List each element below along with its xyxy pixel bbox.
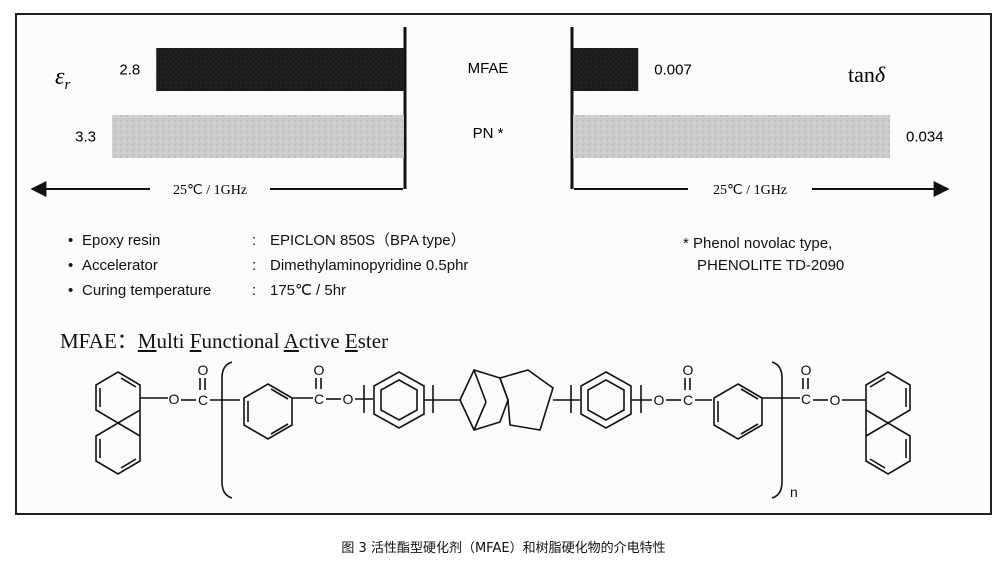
- word-rest: ulti: [156, 329, 190, 353]
- value-label-er-pn: 3.3: [75, 129, 96, 146]
- word-initial: M: [137, 329, 157, 353]
- word-rest: ster: [357, 329, 389, 353]
- word-initial: E: [344, 329, 358, 353]
- mfae-chemical-structure: O C O C O O: [95, 361, 911, 500]
- colon: :: [252, 232, 257, 249]
- carbonyl-oxygen-4: O: [801, 362, 812, 378]
- benzene-ring-4: [713, 383, 800, 440]
- word-initial: A: [283, 329, 299, 353]
- value-label-tand-mfae: 0.007: [654, 62, 692, 79]
- footnote-mark: *: [683, 235, 689, 252]
- bullet: •: [68, 257, 74, 274]
- footnote-line-1: * Phenol novolac type,: [683, 233, 844, 255]
- ester-carbon-4: C: [801, 391, 811, 407]
- right-axis-label-bg: [688, 180, 812, 198]
- ester-oxygen-4: O: [830, 392, 841, 408]
- bar-er-pn: [112, 115, 404, 158]
- figure-frame: [15, 13, 992, 515]
- loss-tangent-symbol: tanδ: [848, 62, 886, 87]
- category-label-mfae: MFAE: [468, 60, 509, 77]
- left-axis-label-bg: [150, 180, 270, 198]
- condition-value: Dimethylaminopyridine 0.5phr: [270, 257, 469, 274]
- permittivity-symbol: εr: [55, 64, 70, 93]
- mfae-definition: MFAE：Multi Functional Active Ester: [60, 325, 388, 355]
- word-initial: F: [189, 329, 202, 353]
- repeat-bracket-left: [221, 361, 233, 499]
- colon: :: [252, 282, 257, 299]
- condition-row: • Epoxy resin: EPICLON 850S（BPA type）: [68, 228, 468, 253]
- mfae-prefix: MFAE：: [60, 329, 138, 353]
- pn-footnote: * Phenol novolac type, PHENOLITE TD-2090: [683, 233, 844, 277]
- naphthalene-left: [95, 371, 168, 475]
- benzene-ring-2: [363, 371, 460, 429]
- bar-tand-mfae: [573, 48, 639, 91]
- repeat-count: n: [790, 484, 798, 500]
- condition-label: Curing temperature: [82, 282, 212, 299]
- word-rest: unctional: [201, 329, 284, 353]
- condition-row: • Accelerator: Dimethylaminopyridine 0.5ph…: [68, 253, 468, 278]
- value-label-er-mfae: 2.8: [119, 62, 140, 79]
- condition-value: 175℃ / 5hr: [270, 282, 347, 299]
- benzene-ring-3: [570, 371, 652, 429]
- condition-label: Epoxy resin: [82, 232, 161, 249]
- ester-oxygen-2: O: [343, 391, 354, 407]
- condition-value: EPICLON 850S（BPA type）: [270, 232, 466, 249]
- benzene-ring-1: [243, 383, 313, 440]
- carbonyl-oxygen-3: O: [683, 362, 694, 378]
- word-rest: ctive: [298, 329, 345, 353]
- dicyclopentadiene-core: [459, 369, 580, 431]
- category-label-pn: PN *: [473, 125, 504, 142]
- condition-row: • Curing temperature:175℃ / 5hr: [68, 278, 468, 303]
- condition-label: Accelerator: [82, 257, 158, 274]
- curing-conditions-list: • Epoxy resin: EPICLON 850S（BPA type） • Acc…: [68, 228, 468, 303]
- bullet: •: [68, 232, 74, 249]
- colon: :: [252, 257, 257, 274]
- carbonyl-oxygen-2: O: [314, 362, 325, 378]
- carbonyl-oxygen-1: O: [198, 362, 209, 378]
- right-axis-label: 25℃ / 1GHz: [713, 183, 787, 198]
- ester-oxygen-1: O: [169, 391, 180, 407]
- naphthalene-right: [865, 371, 911, 475]
- footnote-text-1: Phenol novolac type,: [693, 235, 833, 252]
- bar-tand-pn: [573, 115, 890, 158]
- value-label-tand-pn: 0.034: [906, 129, 944, 146]
- ester-carbon-3: C: [683, 392, 693, 408]
- ester-carbon-1: C: [198, 392, 208, 408]
- ester-oxygen-3: O: [654, 392, 665, 408]
- bar-er-mfae: [156, 48, 404, 91]
- ester-carbon-2: C: [314, 391, 324, 407]
- left-axis-label: 25℃ / 1GHz: [173, 183, 247, 198]
- footnote-line-2: PHENOLITE TD-2090: [697, 257, 845, 274]
- repeat-bracket-right: [771, 361, 783, 499]
- bullet: •: [68, 282, 74, 299]
- figure-caption: 图 3 活性酯型硬化剂（MFAE）和树脂硬化物的介电特性: [341, 541, 666, 556]
